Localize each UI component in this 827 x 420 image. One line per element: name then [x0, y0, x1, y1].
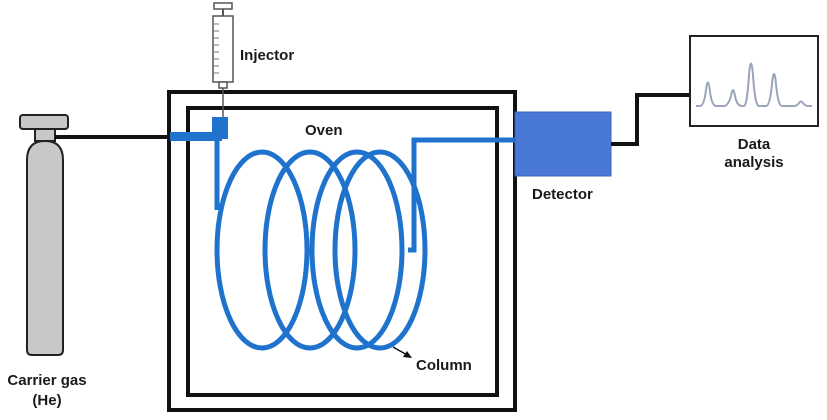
oven-label: Oven: [305, 122, 343, 139]
column-loop-1: [214, 149, 310, 351]
oven-outer-wall: [167, 90, 517, 412]
cylinder-cap: [19, 114, 69, 130]
injection-port: [170, 117, 228, 141]
column-loop-2: [262, 149, 358, 351]
column-loop-4: [332, 149, 428, 351]
injector-label: Injector: [240, 47, 294, 64]
chromatogram-trace: [696, 62, 812, 107]
column-label: Column: [416, 357, 472, 374]
cylinder-body: [26, 139, 64, 356]
column-arrow-icon: [392, 346, 412, 358]
cylinder-neck: [34, 128, 56, 142]
column-exit-line: [408, 137, 515, 253]
syringe-icon: [212, 2, 234, 120]
data-analysis-label-line1: Data: [738, 136, 771, 153]
column-coil: [214, 137, 515, 351]
oven-inner-wall: [186, 106, 499, 397]
carrier-gas-label-line2: (He): [32, 392, 61, 409]
carrier-gas-cylinder: [19, 114, 69, 356]
carrier-gas-label-line1: Carrier gas: [7, 372, 86, 389]
signal-line: [611, 93, 690, 146]
data-analysis-label-line2: analysis: [724, 154, 783, 171]
detector-block: [514, 111, 612, 177]
detector-label: Detector: [532, 186, 593, 203]
column-loop-3: [309, 149, 405, 351]
data-analysis-screen: [689, 35, 819, 127]
